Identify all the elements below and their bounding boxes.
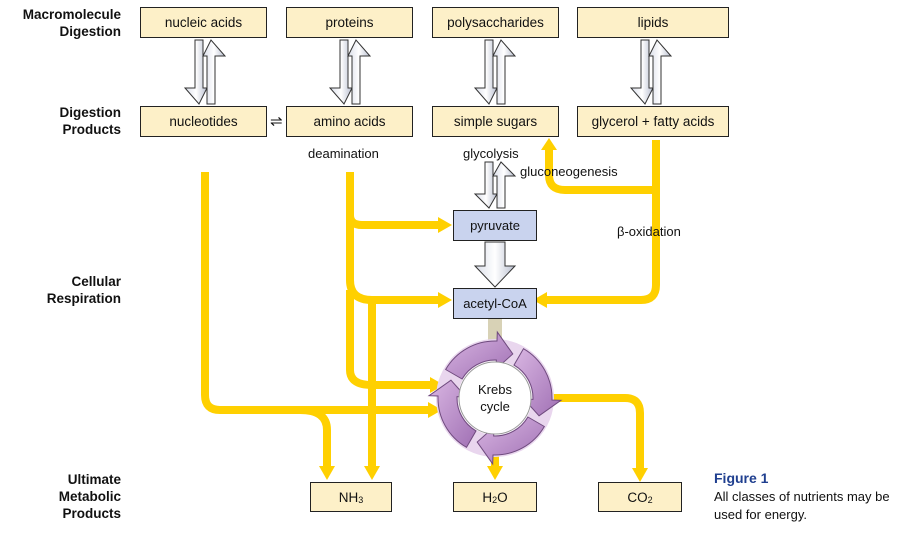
yellow-flow-lines [201,140,660,470]
yellow-arrowheads [319,138,648,482]
krebs-arrows [427,330,563,466]
pyruvate-to-acetyl-arrow [473,241,517,288]
digestion-arrow-polysaccharides [473,39,517,105]
row-label-line: Products [62,122,121,137]
row-label-ultimate: Ultimate Metabolic Products [0,471,121,522]
box-glycerol-fatty-acids: glycerol + fatty acids [577,106,729,137]
down-arrow-shape [629,39,654,105]
arrowhead-to-acetyl-left [438,292,452,308]
krebs-center [458,361,532,435]
arrowhead-to-krebs-upper [430,377,444,393]
figure-title: Figure 1 [714,470,769,486]
row-label-line: Digestion [59,105,121,120]
arrowhead-to-pyruvate [438,217,452,233]
box-lipids: lipids [577,7,729,38]
equilibrium-symbol: ⇌ [270,113,283,130]
h2o-tail: O [497,489,508,505]
down-arrow-shape [328,39,353,105]
pyruvate-down-arrow [473,241,517,288]
digestion-arrow-proteins [328,39,372,105]
arrowhead-to-nh3-right [364,466,380,480]
h2o-subscript: 2 [492,495,498,505]
box-simple-sugars: simple sugars [432,106,559,137]
row-label-line: Products [62,506,121,521]
flow-gluconeogenesis [545,150,656,194]
digestion-arrow-nucleic [183,39,227,105]
co2-base: CO [627,489,648,505]
down-arrow-shape [183,39,208,105]
co2-subscript: 2 [647,495,653,505]
nh3-subscript: 3 [358,495,364,505]
krebs-label-line: Krebs [478,382,512,397]
up-arrow-shape [347,39,372,105]
arrowhead-to-acetyl-right [533,292,547,308]
box-acetyl-coa: acetyl-CoA [453,288,537,319]
up-arrow-shape [648,39,673,105]
krebs-arrow-3 [476,416,546,466]
glycolysis-up-arrow [492,161,517,209]
flow-krebs-to-co2 [545,394,644,470]
up-arrow-shape [492,39,517,105]
label-glycolysis: glycolysis [463,146,519,161]
glycolysis-down-arrow [473,161,498,209]
box-nucleic-acids: nucleic acids [140,7,267,38]
digestion-double-arrows [183,39,673,105]
label-deamination: deamination [308,146,379,161]
box-amino-acids: amino acids [286,106,413,137]
row-label-line: Metabolic [58,489,121,504]
row-label-line: Macromolecule [22,7,121,22]
krebs-label: Krebs cycle [465,381,525,415]
box-pyruvate: pyruvate [453,210,537,241]
arrowhead-to-co2 [632,468,648,482]
row-label-line: Digestion [59,24,121,39]
digestion-arrow-lipids [629,39,673,105]
row-label-line: Cellular [71,274,121,289]
arrowhead-to-krebs-lower [428,402,442,418]
up-arrow-shape [202,39,227,105]
row-label-line: Respiration [46,291,121,306]
nh3-base: NH [338,489,359,505]
krebs-arrow-4 [427,379,477,449]
box-nucleotides: nucleotides [140,106,267,137]
flow-aminoacids-trunk [346,172,440,229]
box-polysaccharides: polysaccharides [432,7,559,38]
box-proteins: proteins [286,7,413,38]
row-label-products: Digestion Products [0,104,121,138]
row-label-respiration: Cellular Respiration [0,273,121,307]
flow-nucleotides-to-krebs [201,172,430,414]
krebs-cycle [427,330,563,466]
flow-aminoacids-to-acetyl [346,215,440,304]
arrowhead-to-h2o [487,466,503,480]
down-arrow-shape [473,39,498,105]
label-beta-oxidation: β-oxidation [617,224,681,239]
flow-nucleotides-to-nh3 [299,406,331,468]
flow-lipids-to-acetyl [545,140,660,304]
label-gluconeogenesis: gluconeogenesis [520,164,618,179]
row-label-line: Ultimate [67,472,121,487]
arrowhead-to-nh3-left [319,466,335,480]
figure-caption: All classes of nutrients may be used for… [714,489,890,522]
row-label-digestion: Macromolecule Digestion [0,6,121,40]
h2o-base: H [482,489,493,505]
krebs-label-line: cycle [480,399,510,414]
krebs-arrow-1 [444,330,514,380]
glycolysis-arrow [473,161,517,209]
krebs-arrow-2 [513,347,563,417]
flow-aminoacids-to-krebs [346,290,432,389]
arrowhead-to-simple-sugars [541,138,557,150]
